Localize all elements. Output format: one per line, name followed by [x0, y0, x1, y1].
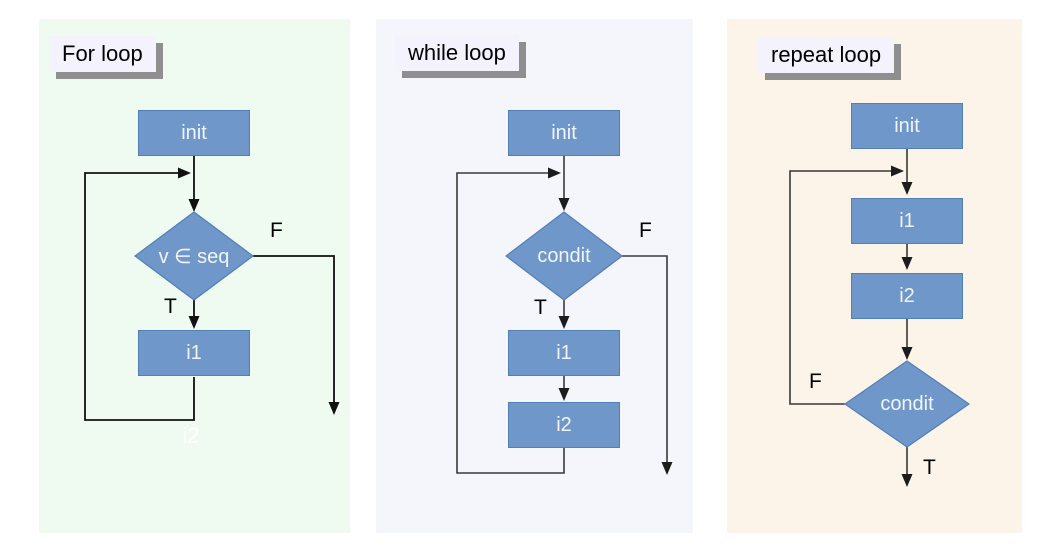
for-loop-wires [84, 156, 340, 421]
node-init-label: init [551, 121, 577, 144]
repeat-loop-wires [789, 149, 971, 487]
loop-back-line [456, 172, 565, 474]
node-init-label: init [181, 121, 207, 144]
node-i1: i1 [138, 330, 250, 376]
decision-diamond-shape [843, 360, 971, 448]
arrowhead-down-icon [901, 347, 913, 360]
arrowhead-down-icon [558, 198, 570, 211]
node-i1: i1 [851, 198, 963, 244]
node-init: init [851, 103, 963, 149]
arrowhead-down-icon [661, 462, 673, 475]
arrowhead-down-icon [558, 388, 570, 401]
panel-title: repeat loop [758, 37, 895, 73]
node-i2: i2 [508, 402, 620, 448]
node-i2-label: i2 [899, 284, 915, 307]
arrowhead-right-icon [548, 167, 561, 179]
branch-label-true: T [534, 296, 547, 319]
panel-title: For loop [49, 36, 156, 72]
decision-label: condit [537, 244, 591, 267]
node-init-label: init [894, 114, 920, 137]
branch-label-false: F [809, 370, 822, 393]
arrowhead-down-icon [188, 199, 200, 212]
branch-label-true: T [164, 295, 177, 318]
arrowhead-down-icon [901, 182, 913, 195]
arrowhead-down-icon [188, 316, 200, 329]
arrowhead-right-icon [178, 167, 191, 179]
arrowhead-down-icon [901, 257, 913, 270]
node-init: init [138, 110, 250, 156]
while-loop-wires [456, 156, 673, 475]
branch-label-true: T [923, 456, 936, 479]
node-i2: i2 [851, 273, 963, 319]
panel-for-loop: For loop init v ∈ seq F T i1 i2 [39, 19, 350, 533]
arrowhead-down-icon [901, 474, 913, 487]
decision-label: condit [880, 392, 934, 415]
decision-diamond-shape [505, 211, 623, 301]
arrowhead-right-icon [891, 165, 904, 177]
decision-diamond-shape [133, 211, 255, 301]
loop-back-line [789, 170, 891, 405]
node-i1-label: i1 [556, 341, 572, 364]
decision-label: v ∈ seq [158, 245, 230, 268]
node-i1: i1 [508, 330, 620, 376]
false-branch-line [622, 255, 668, 462]
arrowhead-down-icon [328, 402, 340, 415]
false-branch-line [253, 255, 335, 402]
node-init: init [508, 110, 620, 156]
arrowhead-down-icon [558, 316, 570, 329]
branch-label-false: F [639, 219, 652, 242]
branch-label-false: F [270, 219, 283, 242]
node-i2-label: i2 [556, 413, 572, 436]
panel-while-loop: while loop init condit F T i1 i2 [376, 19, 693, 533]
ghost-label-i2: i2 [182, 423, 200, 448]
node-i1-label: i1 [186, 341, 202, 364]
panel-title: while loop [395, 35, 519, 71]
node-i1-label: i1 [899, 209, 915, 232]
panel-repeat-loop: repeat loop init i1 i2 condit F T [727, 19, 1022, 533]
loop-back-line [84, 172, 195, 421]
